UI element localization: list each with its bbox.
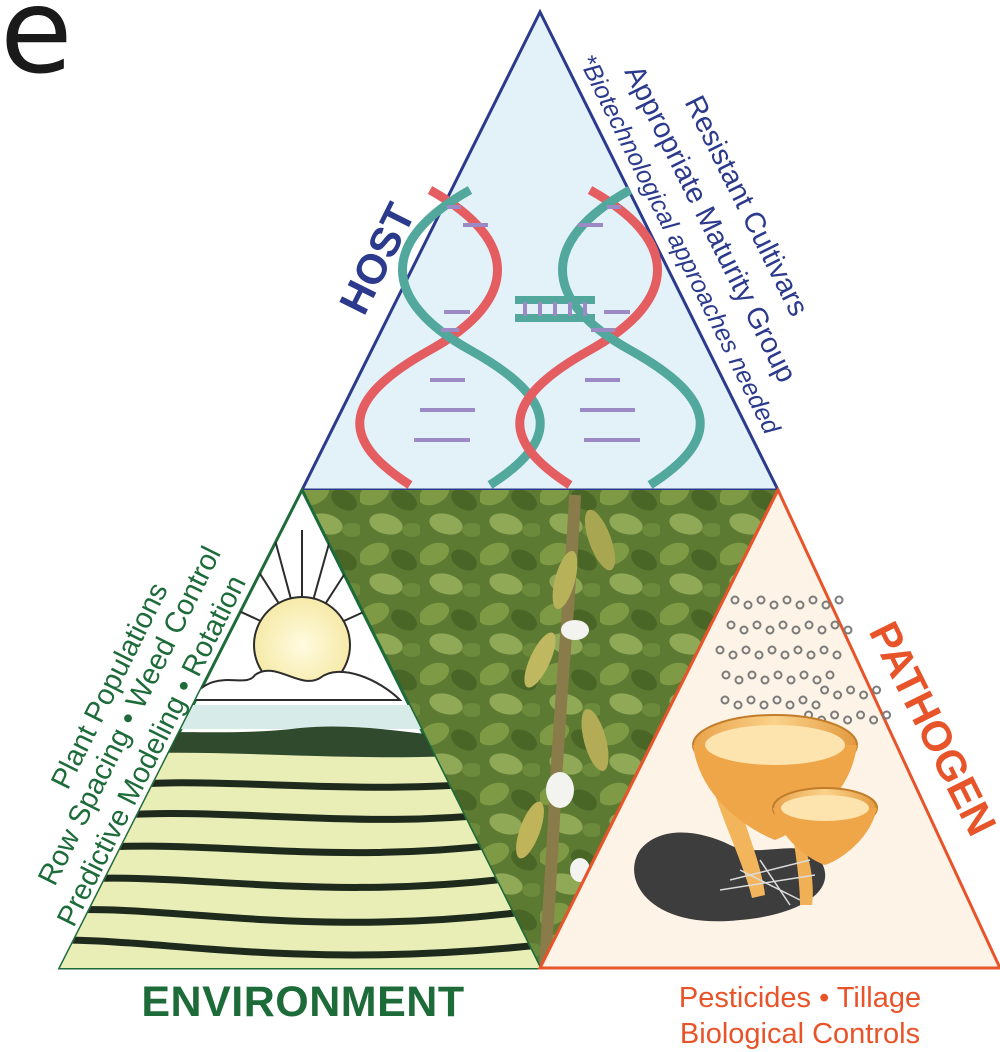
pathogen-notes: Pesticides • Tillage Biological Controls [600,980,1000,1052]
spore-dot [873,687,880,694]
spore-dot [836,597,843,604]
pathogen-note-1: Pesticides • Tillage [600,980,1000,1016]
spore-dot [845,627,852,634]
host-section: HOST Resistant Cultivars Appropriate Mat… [302,12,814,490]
pathogen-note-2: Biological Controls [600,1016,1000,1052]
environment-title: ENVIRONMENT [108,978,498,1027]
